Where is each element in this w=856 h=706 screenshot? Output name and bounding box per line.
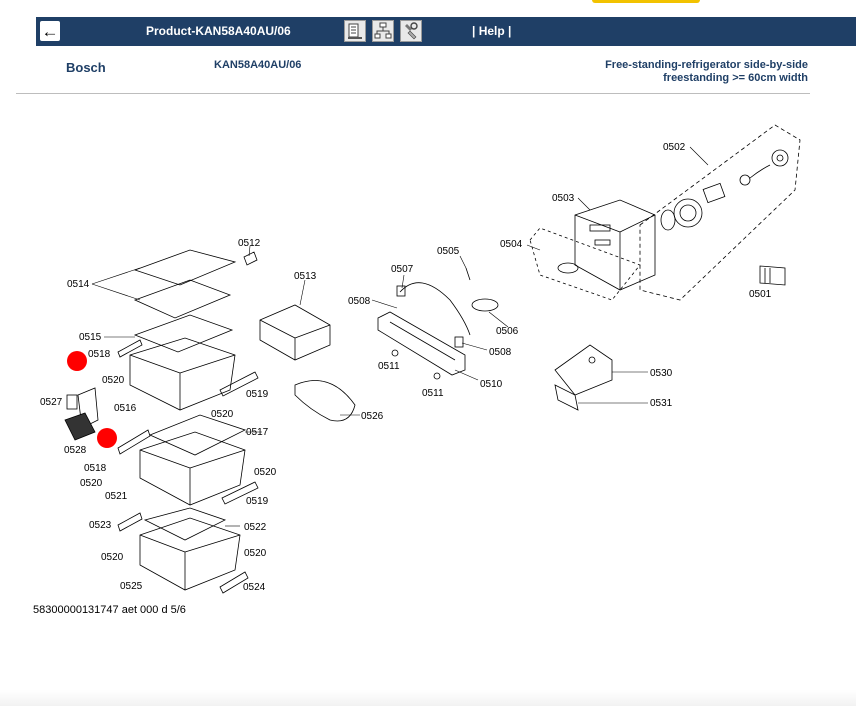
part-0508-clip-b (454, 336, 464, 348)
part-0531-duct (554, 384, 579, 411)
part-label-0505[interactable]: 0505 (437, 246, 460, 257)
part-0511-screw-b (433, 372, 441, 380)
part-0519-rail-b (221, 481, 259, 505)
part-0517-shelf (148, 414, 247, 456)
page-title: Product-KAN58A40AU/06 (146, 24, 291, 38)
part-0526-hose (294, 380, 356, 422)
part-label-0516[interactable]: 0516 (114, 403, 137, 414)
part-label-0511-b[interactable]: 0511 (422, 388, 444, 399)
part-label-0520-b[interactable]: 0520 (211, 409, 234, 420)
part-0523-rail (117, 512, 143, 532)
part-label-0520-f[interactable]: 0520 (244, 548, 267, 559)
part-label-0520-d[interactable]: 0520 (254, 467, 277, 478)
part-0516-drawer (129, 337, 236, 411)
part-0510-panel (377, 311, 466, 376)
part-label-0526[interactable]: 0526 (361, 411, 384, 422)
part-0518-rail-a (117, 339, 143, 358)
part-label-0518-b[interactable]: 0518 (84, 463, 107, 474)
part-label-0508-a[interactable]: 0508 (348, 296, 371, 307)
part-label-0519-a[interactable]: 0519 (246, 389, 269, 400)
hotspot-marker-0518[interactable] (67, 351, 87, 371)
part-0508-clip-a (396, 285, 406, 297)
part-label-0503[interactable]: 0503 (552, 193, 575, 204)
part-label-0518-a[interactable]: 0518 (88, 349, 111, 360)
part-label-0522[interactable]: 0522 (244, 522, 267, 533)
part-0521-drawer (139, 431, 246, 506)
part-label-0506[interactable]: 0506 (496, 326, 519, 337)
hierarchy-icon[interactable] (372, 20, 394, 42)
part-label-0527[interactable]: 0527 (40, 397, 63, 408)
part-0524-rail (219, 571, 249, 594)
parts-list-icon[interactable] (344, 20, 366, 42)
part-0514-shelf-a (133, 249, 237, 286)
part-0504-panel (529, 227, 641, 301)
help-link[interactable]: | Help | (472, 24, 512, 38)
part-label-0520-c[interactable]: 0520 (80, 478, 103, 489)
part-0530-cover (554, 344, 613, 396)
brand-name: Bosch (66, 60, 106, 75)
description-line-2: freestanding >= 60cm width (663, 72, 808, 84)
arrow-left-icon[interactable]: ← (40, 21, 60, 41)
part-0512-clip (243, 251, 258, 266)
part-0511-screw-a (391, 349, 399, 357)
part-0518-rail-b (117, 429, 151, 455)
part-0515-shelf (133, 314, 234, 353)
part-label-0504[interactable]: 0504 (500, 239, 523, 250)
part-label-0520-e[interactable]: 0520 (101, 552, 124, 563)
part-label-0511-a[interactable]: 0511 (378, 361, 400, 372)
part-label-0513[interactable]: 0513 (294, 271, 317, 282)
part-label-0530[interactable]: 0530 (650, 368, 673, 379)
part-0507-cable (399, 282, 471, 336)
part-label-0508-b[interactable]: 0508 (489, 347, 512, 358)
top-toolbar: ← Product-KAN58A40AU/06 | Help | (36, 17, 856, 46)
part-0513-box (259, 304, 331, 361)
part-0528-fan (64, 387, 99, 441)
part-0501-cover (759, 265, 786, 286)
part-label-0525[interactable]: 0525 (120, 581, 143, 592)
part-label-0521[interactable]: 0521 (105, 491, 128, 502)
promo-banner-edge (592, 0, 700, 3)
part-0505-pin (465, 267, 471, 281)
part-label-0519-b[interactable]: 0519 (246, 496, 269, 507)
part-0519-rail-a (219, 371, 259, 397)
part-label-0517[interactable]: 0517 (246, 427, 269, 438)
part-label-0528[interactable]: 0528 (64, 445, 87, 456)
part-label-0515[interactable]: 0515 (79, 332, 102, 343)
part-label-0507[interactable]: 0507 (391, 264, 414, 275)
hotspot-marker-0517[interactable] (97, 428, 117, 448)
part-label-0531[interactable]: 0531 (650, 398, 673, 409)
part-0525-drawer (139, 517, 241, 591)
page-bottom-fade (0, 690, 856, 706)
part-label-0523[interactable]: 0523 (89, 520, 112, 531)
part-0502-cover (639, 124, 801, 301)
part-label-0512[interactable]: 0512 (238, 238, 261, 249)
part-0522-shelf (143, 507, 227, 541)
part-label-0510[interactable]: 0510 (480, 379, 503, 390)
part-0527-filter (66, 394, 78, 410)
part-label-0501[interactable]: 0501 (749, 289, 772, 300)
product-info-bar: Bosch KAN58A40AU/06 Free-standing-refrig… (16, 50, 810, 94)
part-0503-housing (574, 199, 656, 291)
drawing-reference: 58300000131747 aet 000 d 5/6 (33, 604, 186, 616)
model-number: KAN58A40AU/06 (214, 59, 302, 71)
part-label-0524[interactable]: 0524 (243, 582, 266, 593)
product-description: Free-standing-refrigerator side-by-side … (605, 59, 808, 85)
part-label-0514[interactable]: 0514 (67, 279, 90, 290)
part-label-0520-a[interactable]: 0520 (102, 375, 125, 386)
part-0514-shelf-b (133, 279, 232, 319)
description-line-1: Free-standing-refrigerator side-by-side (605, 59, 808, 71)
part-label-0502[interactable]: 0502 (663, 142, 686, 153)
repair-tool-icon[interactable] (400, 20, 422, 42)
part-0506-ring (471, 298, 499, 312)
